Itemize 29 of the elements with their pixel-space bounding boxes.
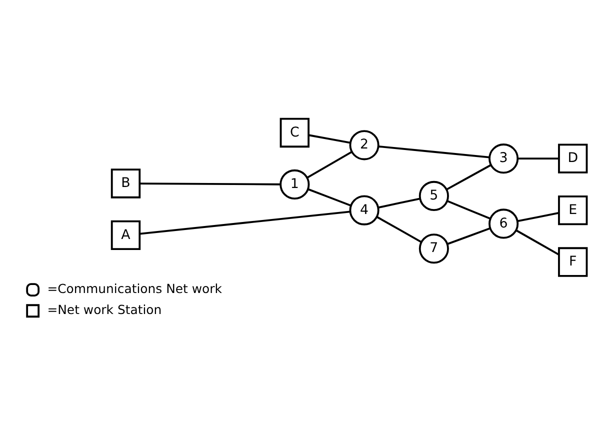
node-box: E [558, 194, 588, 225]
connector [447, 226, 490, 244]
connector [140, 210, 350, 234]
connector [518, 212, 559, 222]
connector [446, 200, 491, 220]
node-box: F [558, 246, 588, 276]
connector [140, 182, 280, 185]
connector [378, 197, 420, 208]
node-box: C [280, 117, 310, 148]
connector [378, 145, 490, 158]
connector [446, 164, 491, 190]
legend-label: =Net work Station [47, 302, 162, 317]
node-circle: 6 [488, 208, 519, 238]
connector [308, 134, 350, 144]
connector [306, 150, 352, 178]
node-box: D [558, 143, 588, 173]
connector [518, 157, 559, 160]
connector [308, 188, 351, 206]
node-circle: 7 [418, 233, 449, 264]
node-circle: 1 [280, 168, 310, 199]
connector [516, 229, 560, 255]
node-circle: 4 [349, 194, 380, 225]
node-circle: 2 [349, 130, 380, 160]
node-circle: 3 [488, 143, 519, 174]
connector [376, 216, 422, 242]
node-box: A [110, 220, 141, 250]
node-box: B [110, 168, 141, 198]
legend-label: =Communications Net work [47, 280, 222, 296]
node-circle: 5 [418, 180, 449, 210]
